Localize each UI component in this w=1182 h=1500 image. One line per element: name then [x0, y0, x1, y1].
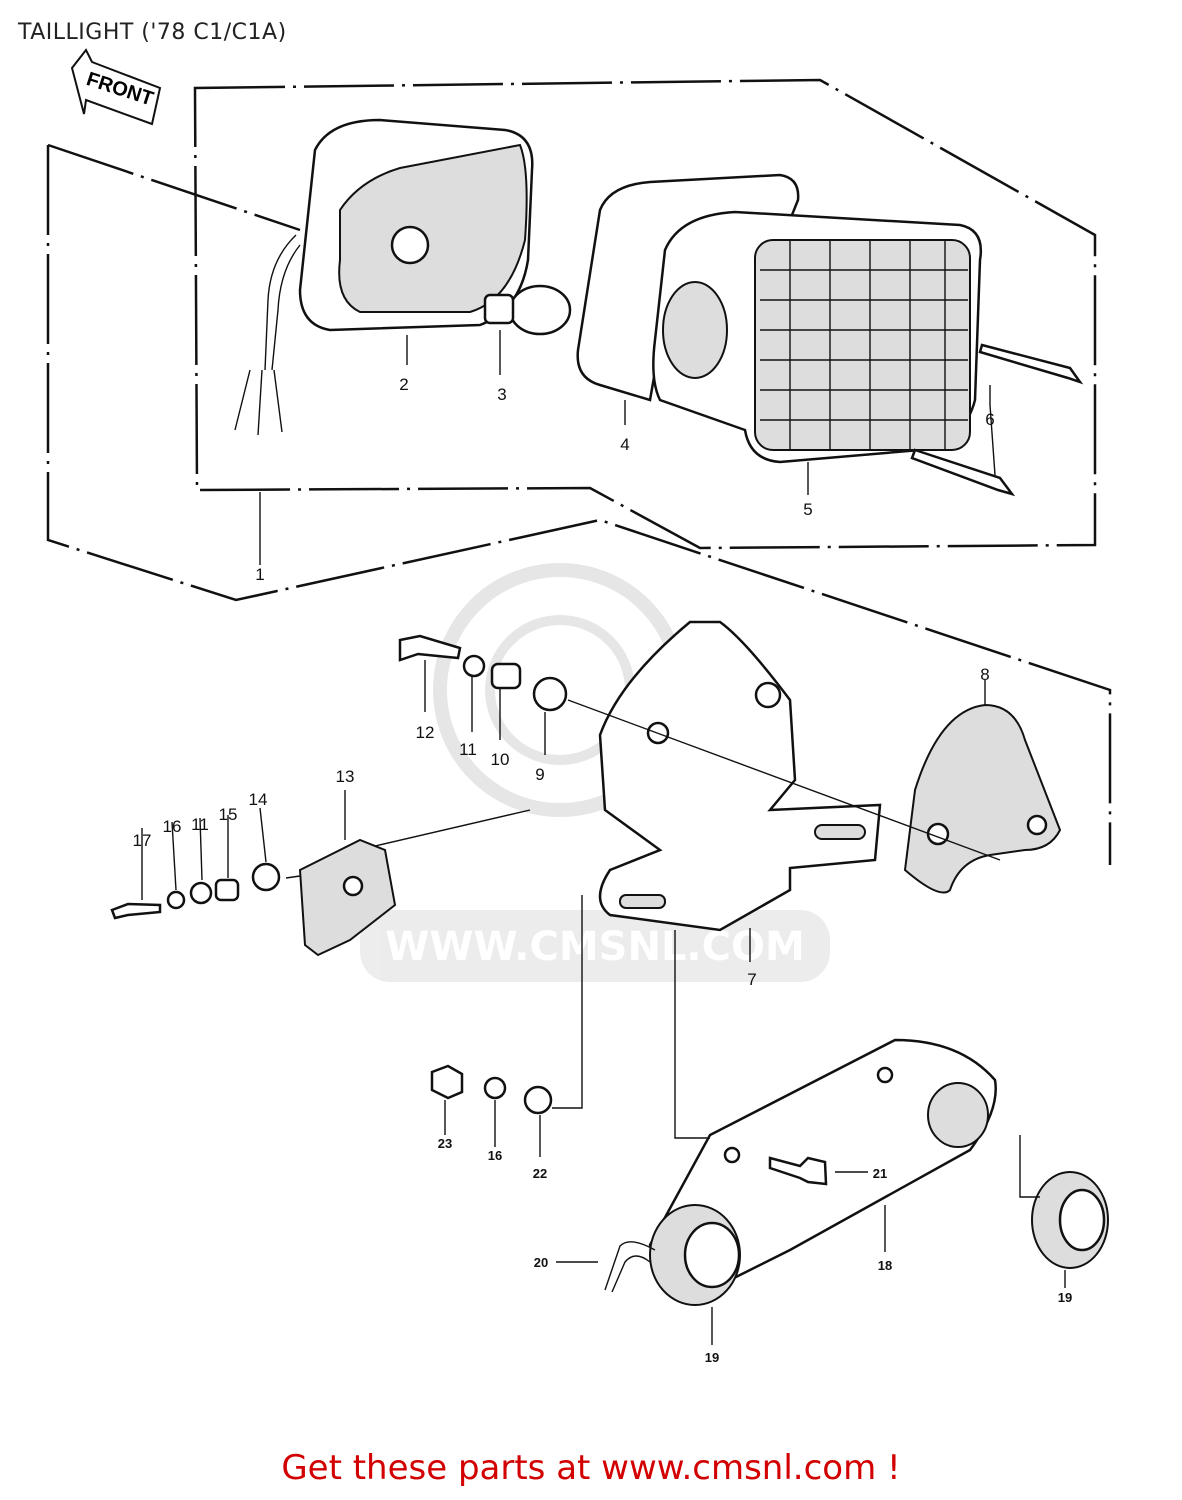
reflectors	[649, 1082, 1109, 1306]
front-arrow-icon: FRONT	[70, 48, 162, 126]
damper-plate	[298, 838, 397, 957]
callout-3: 3	[497, 385, 506, 404]
callout-6: 6	[985, 410, 994, 429]
leader-lines	[141, 330, 1066, 1345]
fastener-set-upper	[398, 634, 568, 712]
callout-5: 5	[803, 500, 812, 519]
callout-9: 9	[535, 765, 544, 784]
callout-11a: 11	[459, 740, 477, 759]
lens-gasket	[576, 173, 800, 402]
taillight-lens	[652, 210, 983, 464]
callout-21: 21	[873, 1166, 887, 1181]
taillight-housing	[234, 118, 534, 436]
callout-16b: 16	[488, 1148, 502, 1163]
reflector-wiring	[604, 1241, 656, 1293]
license-bracket	[598, 620, 882, 932]
fastener-set-left	[110, 862, 281, 920]
reinforcement-plate	[903, 703, 1062, 894]
callout-13: 13	[336, 767, 355, 786]
callout-2: 2	[399, 375, 408, 394]
callout-14: 14	[249, 790, 268, 809]
callout-19a: 19	[705, 1350, 719, 1365]
callout-23: 23	[438, 1136, 452, 1151]
bulb	[483, 284, 572, 336]
callout-1: 1	[255, 565, 264, 584]
callout-18: 18	[878, 1258, 892, 1273]
lens-screws	[910, 343, 1084, 497]
callout-19b: 19	[1058, 1290, 1072, 1305]
callout-4: 4	[620, 435, 629, 454]
callout-20: 20	[534, 1255, 548, 1270]
footer-promo-link[interactable]: Get these parts at www.cmsnl.com !	[281, 1448, 901, 1488]
callout-16a: 16	[163, 817, 182, 836]
watermark-text: WWW.CMSNL.COM	[385, 924, 805, 970]
callout-11b: 11	[191, 815, 209, 834]
callout-17: 17	[133, 831, 152, 850]
diagram-title: TAILLIGHT ('78 C1/C1A)	[18, 20, 287, 45]
fastener-set-lower	[430, 1064, 553, 1115]
bracket-bolt	[768, 1156, 828, 1186]
callout-7: 7	[747, 970, 756, 989]
assembly-frame-outer	[46, 143, 1112, 865]
callout-10: 10	[491, 750, 510, 769]
callout-22: 22	[533, 1166, 547, 1181]
callout-12: 12	[416, 723, 435, 742]
callout-8: 8	[980, 665, 989, 684]
callout-15: 15	[219, 805, 238, 824]
assembly-frame-upper	[193, 78, 1097, 550]
